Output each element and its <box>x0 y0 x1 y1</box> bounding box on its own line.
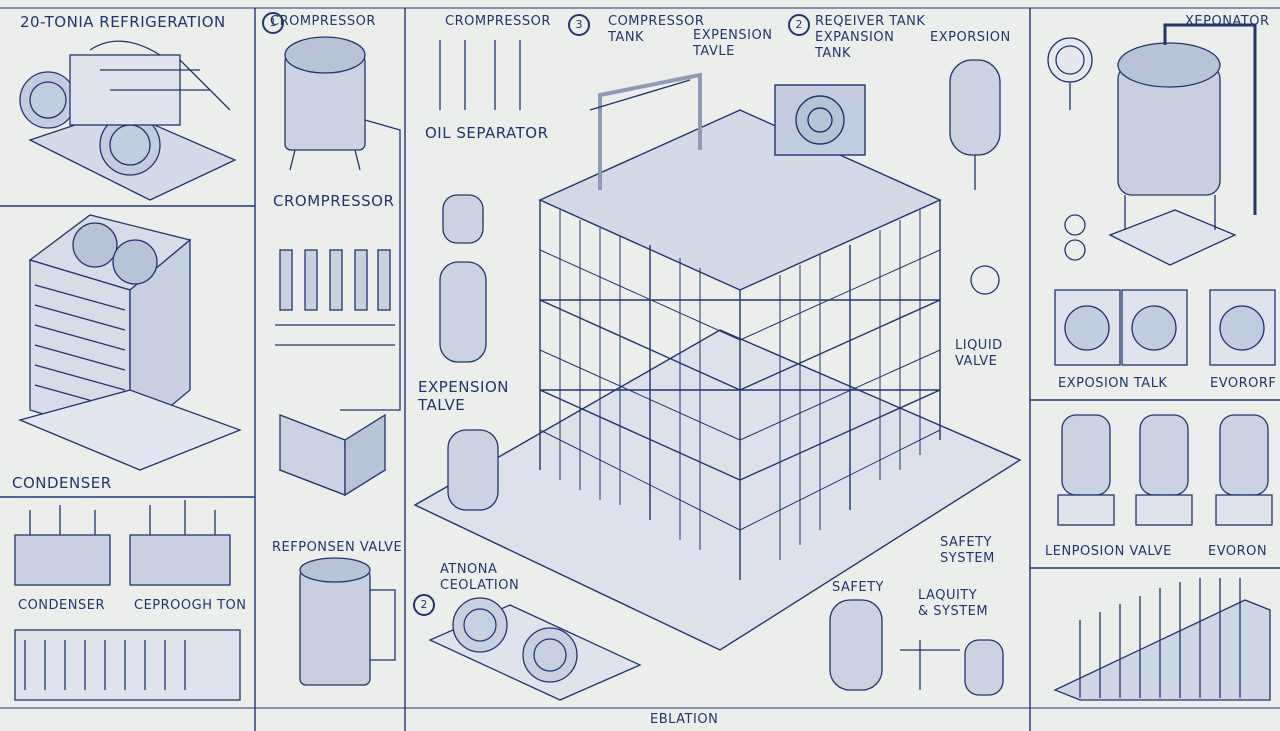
small-compressor-drawing <box>278 413 387 497</box>
callout-4: 2 <box>788 14 810 36</box>
label-eblation: EBLATION <box>650 712 719 727</box>
label-receiver-tank: REQEIVER TANK EXPANSION TANK <box>815 14 926 61</box>
label-liquity-system: LAQUITY & SYSTEM <box>918 588 989 619</box>
receiver-tank-drawing <box>949 59 1001 295</box>
fan-assembly-drawing <box>428 597 642 701</box>
compressor-tank-drawing <box>284 36 401 411</box>
label-ceproogh-ton: CEPROOGH TON <box>134 598 247 613</box>
reponsen-tank-drawing <box>299 557 396 686</box>
evoron-coil-drawing <box>1053 578 1271 701</box>
callout-3: 3 <box>568 14 590 36</box>
evaporator-fan-boxes <box>1054 289 1276 366</box>
lenposion-tanks-drawing <box>1057 414 1273 526</box>
label-crompressor-top: CROMPRESSOR <box>270 14 376 29</box>
condenser-drawing <box>18 214 242 471</box>
label-safety-system: SAFETY SYSTEM <box>940 535 995 566</box>
diagram-title: 20-TONIA REFRIGERATION <box>20 13 226 31</box>
callout-2: 2 <box>413 594 435 616</box>
label-xeponator: XEPONATOR <box>1185 14 1270 29</box>
callout-1: 1 <box>262 12 284 34</box>
compressor-unit-drawing <box>19 40 237 201</box>
xeponator-tank-drawing <box>1047 23 1257 266</box>
label-evoron: EVORON <box>1208 544 1268 559</box>
label-exposion-talk: EXPOSION TALK <box>1058 376 1168 391</box>
label-safety: SAFETY <box>832 580 884 595</box>
label-reponsen-valve: REFPONSEN VALVE <box>272 540 403 555</box>
label-expension-talve: EXPENSION TALVE <box>418 378 509 414</box>
safety-tank-drawing <box>829 599 1004 696</box>
label-exporsion: EXPORSION <box>930 30 1011 45</box>
label-liquid-valve: LIQUID VALVE <box>955 338 1003 369</box>
label-atnona-ceolation: ATNONA CEOLATION <box>440 562 520 593</box>
label-expension-tavle: EXPENSION TAVLE <box>693 28 773 59</box>
label-crompressor-small: CROMPRESSOR <box>445 14 551 29</box>
label-compressor-tank: COMPRESSOR TANK <box>608 14 705 45</box>
label-condenser-left: CONDENSER <box>12 474 112 492</box>
central-plant-drawing <box>413 72 1022 651</box>
valve-row-drawing <box>275 249 395 346</box>
label-lenposion-valve: LENPOSION VALVE <box>1045 544 1172 559</box>
label-condenser-bottom: CONDENSER <box>18 598 105 613</box>
valve-assembly-drawing <box>14 500 241 701</box>
label-evororf: EVORORF <box>1210 376 1277 391</box>
oil-separator-drawing <box>439 40 521 511</box>
label-crompressor-mid: CROMPRESSOR <box>273 192 395 210</box>
label-oil-separator: OIL SEPARATOR <box>425 124 549 142</box>
